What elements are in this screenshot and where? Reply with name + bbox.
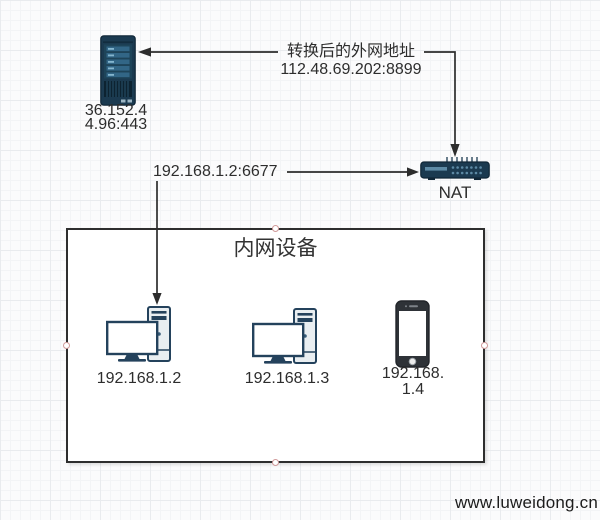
watermark-url: www.luweidong.cn — [454, 493, 598, 512]
connection-handle-right[interactable] — [481, 342, 488, 349]
smartphone-icon[interactable] — [395, 300, 430, 368]
group-title: 内网设备 — [233, 237, 318, 260]
server-icon[interactable] — [100, 35, 136, 106]
phone-address-label: 192.168. 1.4 — [381, 365, 445, 398]
nat-router-icon[interactable] — [420, 155, 490, 182]
connection-handle-left[interactable] — [63, 342, 70, 349]
connection-handle-top[interactable] — [272, 225, 279, 232]
connection-handle-bottom[interactable] — [272, 459, 279, 466]
pc1-address-label: 192.168.1.2 — [96, 370, 182, 387]
server-address-label: 36.152.4 4.96:443 — [84, 102, 148, 133]
nat-label: NAT — [438, 183, 472, 202]
internal-address-label: 192.168.1.2:6677 — [153, 163, 278, 180]
pc2-address-label: 192.168.1.3 — [244, 370, 330, 387]
desktop-pc-icon-2[interactable] — [252, 308, 318, 366]
external-address-label: 转换后的外网地址 112.48.69.202:8899 — [280, 43, 422, 78]
desktop-pc-icon-1[interactable] — [106, 306, 172, 364]
